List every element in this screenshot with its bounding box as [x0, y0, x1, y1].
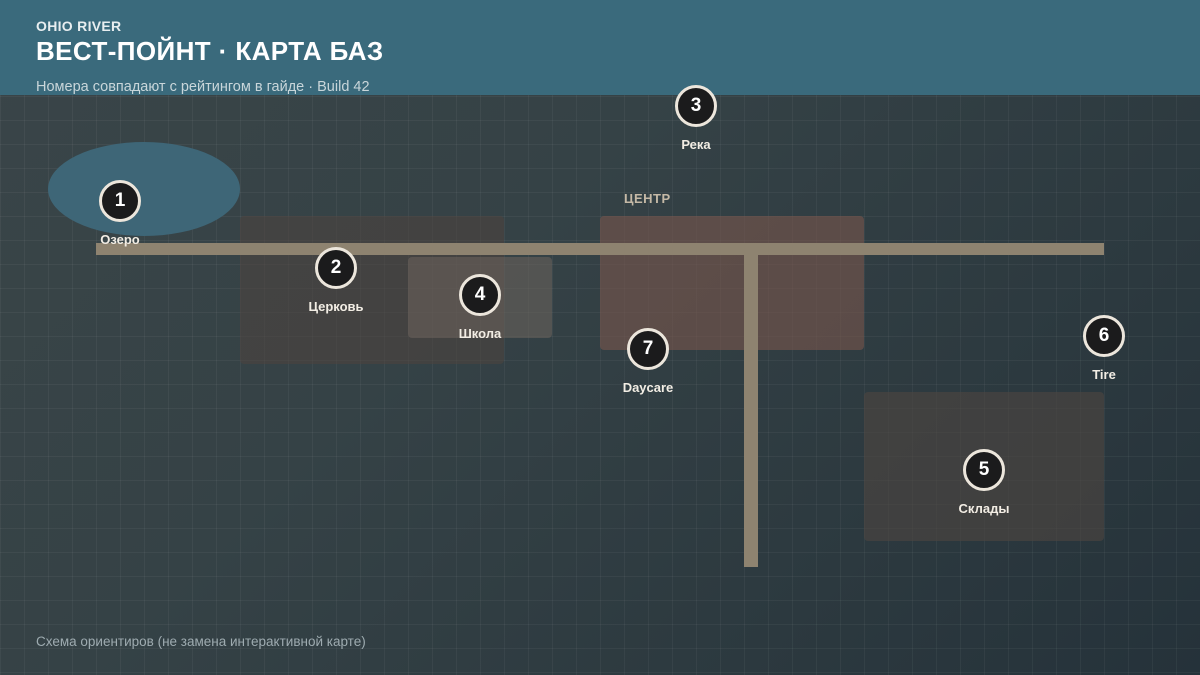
- marker-number: 3: [675, 85, 717, 127]
- marker-church[interactable]: 2 Церковь: [261, 247, 411, 314]
- marker-name: Река: [681, 137, 711, 152]
- map-header: OHIO RIVER ВЕСТ-ПОЙНТ · КАРТА БАЗ Номера…: [0, 0, 1200, 95]
- main-road-horizontal: [96, 243, 1104, 255]
- lake-area: [48, 142, 240, 236]
- map-footnote: Схема ориентиров (не замена интерактивно…: [36, 634, 366, 649]
- marker-name: Церковь: [308, 299, 364, 314]
- map-subtitle: Номера совпадают с рейтингом в гайде · B…: [36, 79, 370, 95]
- marker-school[interactable]: 4 Школа: [405, 274, 555, 341]
- marker-lake[interactable]: 1 Озеро: [45, 180, 195, 247]
- marker-number: 6: [1083, 315, 1125, 357]
- marker-name: Tire: [1092, 367, 1116, 382]
- marker-number: 1: [99, 180, 141, 222]
- center-area-label: ЦЕНТР: [624, 191, 671, 206]
- marker-daycare[interactable]: 7 Daycare: [573, 328, 723, 395]
- marker-number: 7: [627, 328, 669, 370]
- marker-name: Школа: [458, 326, 502, 341]
- marker-name: Daycare: [622, 380, 674, 395]
- main-road-vertical: [744, 255, 758, 567]
- marker-river[interactable]: 3 Река: [621, 85, 771, 152]
- center-zone: [600, 216, 864, 350]
- marker-number: 5: [963, 449, 1005, 491]
- marker-number: 4: [459, 274, 501, 316]
- marker-number: 2: [315, 247, 357, 289]
- marker-warehouses[interactable]: 5 Склады: [909, 449, 1059, 516]
- map-title: ВЕСТ-ПОЙНТ · КАРТА БАЗ: [36, 36, 384, 66]
- marker-tire[interactable]: 6 Tire: [1029, 315, 1179, 382]
- map-eyebrow: OHIO RIVER: [36, 18, 122, 34]
- marker-name: Склады: [958, 501, 1010, 516]
- marker-name: Озеро: [100, 232, 140, 247]
